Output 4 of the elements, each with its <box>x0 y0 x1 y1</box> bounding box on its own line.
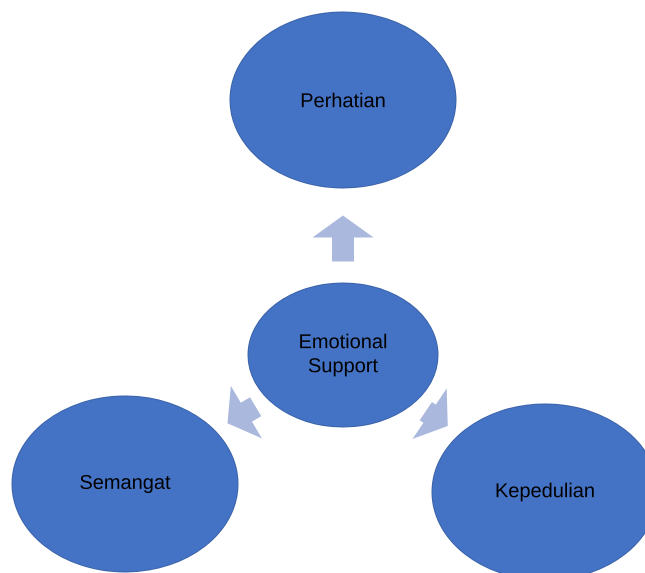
ellipse-node: Perhatian <box>230 12 456 188</box>
ellipse-node: Semangat <box>12 396 238 572</box>
ellipse-node: Emotional Support <box>248 282 438 428</box>
ellipse-node: Kepedulian <box>432 404 645 573</box>
